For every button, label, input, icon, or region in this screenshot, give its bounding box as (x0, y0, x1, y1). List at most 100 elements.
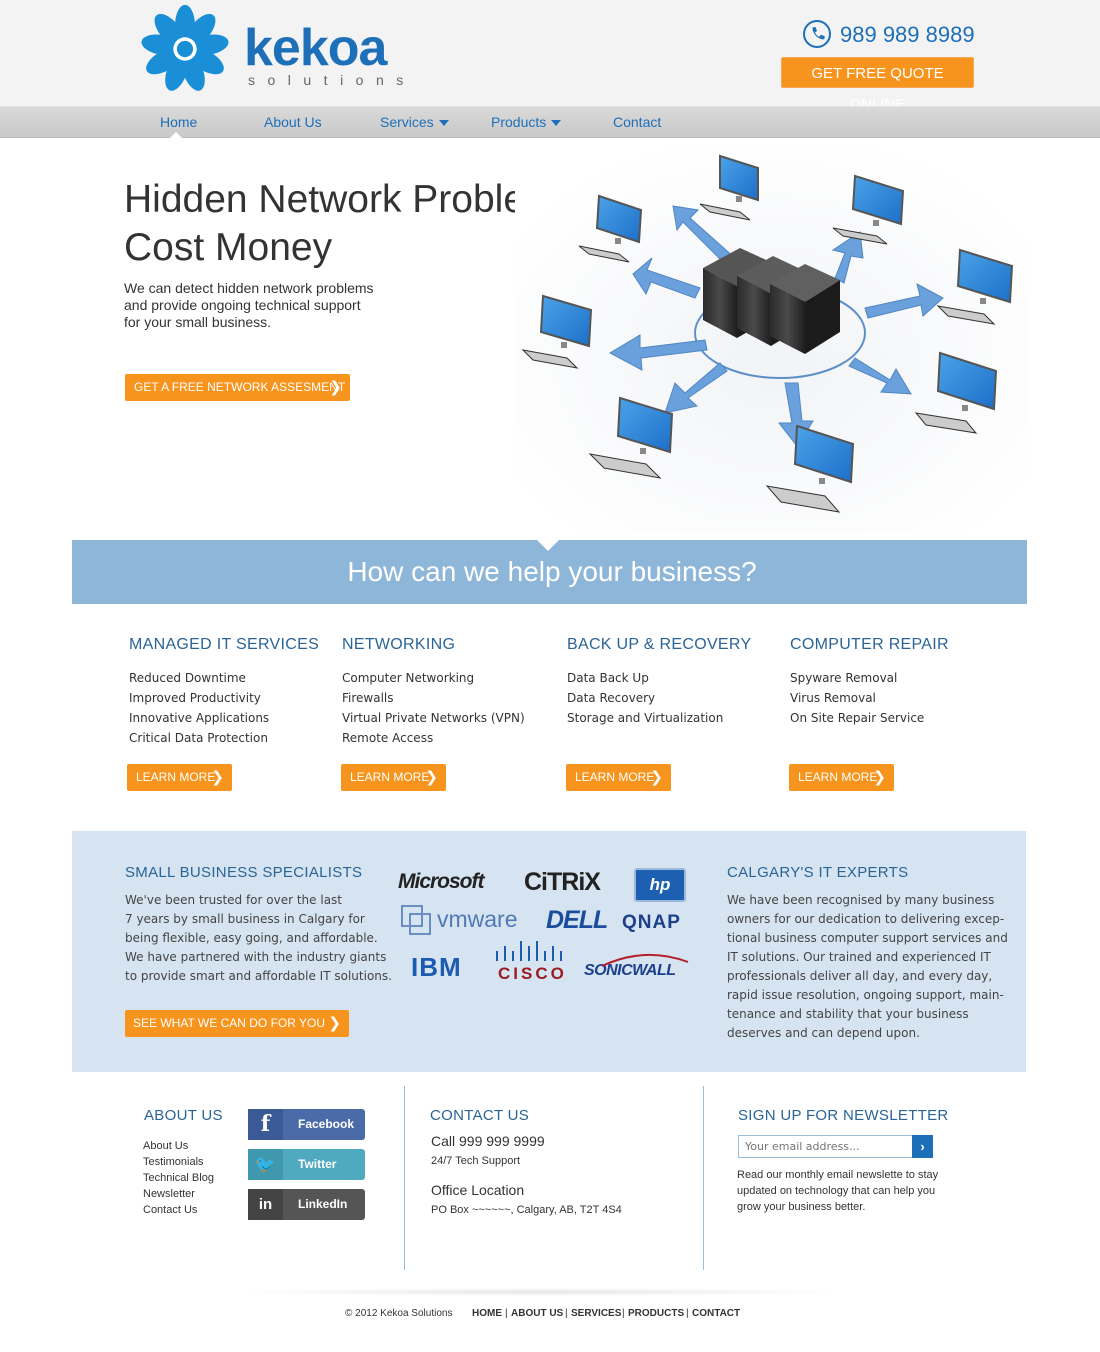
footer-link-blog[interactable]: Technical Blog (143, 1172, 214, 1184)
nav-services[interactable]: Services (380, 114, 449, 130)
facebook-label: Facebook (298, 1117, 355, 1131)
twitter-icon: 🐦 (248, 1149, 283, 1180)
twitter-button[interactable]: 🐦 Twitter (248, 1149, 365, 1180)
service-title: MANAGED IT SERVICES (129, 636, 320, 653)
newsletter-title: SIGN UP FOR NEWSLETTER (738, 1107, 949, 1124)
service-item: Improved Productivity (129, 691, 261, 705)
experts-line: tenance and stability that your business (727, 1007, 969, 1021)
specialists-line: We have partnered with the industry gian… (125, 950, 387, 964)
footer-shadow (235, 1288, 845, 1296)
service-managed-it: MANAGED IT SERVICES Reduced Downtime Imp… (129, 636, 319, 748)
qnap-logo: QNAP (622, 912, 681, 933)
bottom-link-services[interactable]: SERVICES (571, 1308, 622, 1319)
main-nav: Home About Us Services Products Contact (0, 106, 1100, 138)
microsoft-logo: Microsoft (398, 870, 484, 893)
chevron-right-icon: ❯ (873, 769, 886, 786)
twitter-label: Twitter (298, 1157, 337, 1171)
facebook-icon: f (248, 1109, 283, 1140)
service-title: BACK UP & RECOVERY (567, 636, 752, 653)
learn-more-repair-button[interactable]: LEARN MORE❯ (789, 764, 894, 791)
learn-more-networking-button[interactable]: LEARN MORE❯ (341, 764, 446, 791)
bottom-link-home[interactable]: HOME (472, 1308, 502, 1319)
chevron-down-icon (438, 120, 449, 127)
nav-about-us[interactable]: About Us (264, 114, 322, 130)
server-rack (703, 248, 840, 354)
chevron-right-icon: ❯ (328, 1015, 341, 1032)
learn-more-backup-button[interactable]: LEARN MORE❯ (566, 764, 671, 791)
bottom-link-contact[interactable]: CONTACT (692, 1308, 741, 1319)
linkedin-label: LinkedIn (298, 1197, 348, 1211)
nav-home-label: Home (160, 114, 198, 130)
hero-title-line-2: Cost Money (124, 226, 333, 269)
footer-divider (703, 1086, 704, 1270)
bottom-link-separator: | (565, 1308, 568, 1319)
dell-logo: DELL (546, 906, 608, 934)
nav-home[interactable]: Home (160, 114, 197, 130)
citrix-logo: CiTRiX (524, 868, 601, 896)
specialists-text: We've been trusted for over the last 7 y… (125, 891, 395, 986)
hero-description: We can detect hidden network problems an… (124, 280, 404, 331)
newsletter-email-input[interactable] (738, 1135, 913, 1158)
service-title: COMPUTER REPAIR (790, 636, 949, 653)
service-backup-recovery: BACK UP & RECOVERY Data Back Up Data Rec… (567, 636, 751, 728)
specialists-title: SMALL BUSINESS SPECIALISTS (125, 864, 363, 881)
learn-more-managed-it-button[interactable]: LEARN MORE❯ (127, 764, 232, 791)
service-item: Data Recovery (567, 691, 656, 705)
flower-logo-icon[interactable] (140, 4, 230, 94)
service-title: NETWORKING (342, 636, 456, 653)
logo-name[interactable]: kekoa (244, 19, 387, 77)
nav-contact[interactable]: Contact (613, 114, 661, 130)
service-item: Data Back Up (567, 671, 649, 685)
cisco-bars-icon (496, 941, 562, 961)
nav-contact-label: Contact (613, 114, 662, 130)
specialists-line: being flexible, easy going, and affordab… (125, 931, 378, 945)
nav-products[interactable]: Products (491, 114, 562, 130)
network-assessment-button[interactable]: GET A FREE NETWORK ASSESMENT ❯ (125, 374, 350, 401)
service-item: Critical Data Protection (129, 731, 268, 745)
newsletter-text: Read our monthly email newslette to stay… (737, 1167, 952, 1215)
service-item: Storage and Virtualization (567, 711, 724, 725)
footer-link-about[interactable]: About Us (143, 1140, 189, 1152)
service-item: Spyware Removal (790, 671, 898, 685)
service-item: On Site Repair Service (790, 711, 925, 725)
specialists-line: 7 years by small business in Calgary for (125, 912, 365, 926)
free-quote-button[interactable]: GET FREE QUOTE ONLINE (781, 57, 974, 113)
office-address: PO Box ~~~~~~, Calgary, AB, T2T 4S4 (431, 1204, 622, 1216)
specialists-line: to provide smart and affordable IT solut… (125, 969, 392, 983)
help-banner-notch (537, 540, 559, 551)
service-item: Reduced Downtime (129, 671, 246, 685)
footer-link-testimonials[interactable]: Testimonials (143, 1156, 204, 1168)
experts-line: owners for our dedication to delivering … (727, 912, 1005, 926)
copyright: © 2012 Kekoa Solutions (345, 1308, 453, 1319)
nav-services-label: Services (380, 114, 434, 130)
phone-icon (803, 20, 831, 48)
bottom-link-about[interactable]: ABOUT US (511, 1308, 564, 1319)
service-item: Virtual Private Networks (VPN) (342, 711, 525, 725)
experts-line: rapid issue resolution, ongoing support,… (727, 988, 1004, 1002)
footer-link-newsletter[interactable]: Newsletter (143, 1188, 195, 1200)
chevron-right-icon: ❯ (329, 379, 342, 396)
vmware-logo: vmware (437, 906, 518, 932)
footer-link-contact[interactable]: Contact Us (143, 1204, 198, 1216)
chevron-down-icon (551, 120, 562, 127)
office-title: Office Location (431, 1182, 525, 1198)
sonicwall-swoosh-icon (601, 953, 689, 967)
chevron-right-icon: ❯ (211, 769, 224, 786)
linkedin-button[interactable]: in LinkedIn (248, 1189, 365, 1220)
newsletter-submit-button[interactable]: › (912, 1135, 933, 1158)
network-illustration (515, 148, 1030, 533)
bottom-link-products[interactable]: PRODUCTS (628, 1308, 685, 1319)
facebook-button[interactable]: f Facebook (248, 1109, 365, 1140)
bottom-link-separator: | (505, 1308, 508, 1319)
nav-about-label: About Us (264, 114, 322, 130)
learn-more-label: LEARN MORE (136, 770, 216, 784)
chevron-right-icon: ❯ (425, 769, 438, 786)
service-item: Virus Removal (790, 691, 876, 705)
network-assessment-label: GET A FREE NETWORK ASSESMENT (134, 380, 346, 394)
cisco-logo: CISCO (498, 964, 567, 983)
see-what-label: SEE WHAT WE CAN DO FOR YOU (133, 1016, 326, 1030)
logo-subtitle: solutions (248, 72, 416, 88)
see-what-we-can-do-button[interactable]: SEE WHAT WE CAN DO FOR YOU❯ (125, 1010, 349, 1037)
hero-text-line-2: and provide ongoing technical support (124, 297, 361, 313)
learn-more-label: LEARN MORE (798, 770, 878, 784)
